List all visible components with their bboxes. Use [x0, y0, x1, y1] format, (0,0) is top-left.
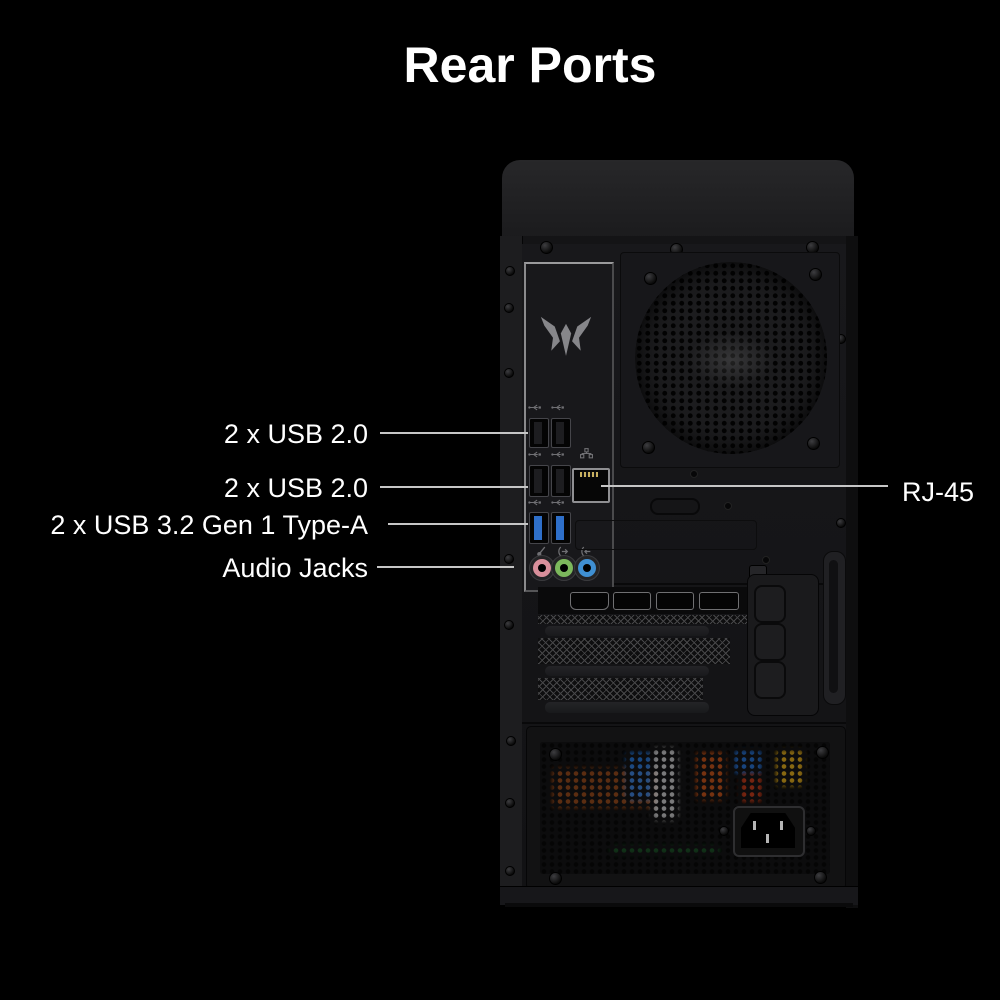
usb2-port: [529, 418, 549, 448]
usb32-port: [529, 512, 549, 544]
screw: [505, 798, 515, 808]
callout-line-usb32: [388, 523, 528, 525]
callout-label-usb2-top: 2 x USB 2.0: [223, 419, 368, 449]
usb-icon: [528, 451, 541, 458]
tower-bottom-frame: [500, 886, 858, 905]
line-in-jack: [574, 555, 600, 581]
screw: [549, 872, 562, 885]
chassis-hole: [724, 502, 732, 510]
chassis-hole: [690, 470, 698, 478]
callout-label-usb32: 2 x USB 3.2 Gen 1 Type-A: [50, 510, 368, 540]
screw: [806, 826, 816, 836]
fan-screw: [809, 268, 822, 281]
usb2-port: [551, 418, 571, 448]
screw: [816, 746, 829, 759]
screw: [505, 266, 515, 276]
callout-label-audio: Audio Jacks: [222, 553, 368, 583]
usb-icon: [551, 451, 564, 458]
panel-seam: [612, 583, 846, 585]
slot-cover: [545, 666, 709, 676]
screw: [719, 826, 729, 836]
displayport-port: [656, 592, 694, 610]
usb32-port: [551, 512, 571, 544]
fan-screw: [807, 437, 820, 450]
vent-slot: [650, 498, 700, 515]
slot-vent: [538, 638, 730, 664]
bracket-tab: [754, 585, 786, 623]
callout-label-usb2-bottom: 2 x USB 2.0: [223, 473, 368, 503]
screw: [540, 241, 553, 254]
screw: [506, 736, 516, 746]
screw: [836, 518, 846, 528]
screw: [504, 368, 514, 378]
screw: [505, 866, 515, 876]
screw: [814, 871, 827, 884]
hdmi-port: [570, 592, 609, 610]
predator-logo-icon: [540, 316, 592, 356]
screw: [504, 620, 514, 630]
panel-seam: [522, 722, 846, 724]
screw: [504, 303, 514, 313]
chassis-seam-rect: [575, 520, 757, 550]
usb2-port: [551, 465, 571, 497]
bracket-tab: [754, 623, 786, 661]
slot-vent: [538, 615, 760, 624]
line-out-jack: [551, 555, 577, 581]
microphone-jack: [529, 555, 555, 581]
tower-right-edge: [846, 236, 858, 908]
fan-screw: [642, 441, 655, 454]
usb2-port: [529, 465, 549, 497]
usb-icon: [551, 499, 564, 506]
slot-vent: [538, 678, 703, 700]
usb-icon: [528, 499, 541, 506]
callout-line-usb2-bottom: [380, 486, 528, 488]
bracket-tab: [754, 661, 786, 699]
rear-exhaust-fan-grille: [635, 262, 827, 454]
screw: [504, 554, 514, 564]
callout-line-usb2-top: [380, 432, 528, 434]
ethernet-icon: [580, 448, 593, 459]
fan-screw: [644, 272, 657, 285]
fan-hub-highlight: [683, 330, 779, 390]
page-title: Rear Ports: [403, 37, 657, 93]
tower-bottom-shadow: [505, 903, 853, 907]
usb-icon: [551, 404, 564, 411]
tower-top-cap: [502, 160, 854, 241]
chassis-hole: [762, 556, 770, 564]
ac-power-inlet: [733, 806, 805, 857]
slot-cover: [545, 702, 709, 713]
usb-icon: [528, 404, 541, 411]
screw: [549, 748, 562, 761]
handle-slot: [829, 560, 838, 693]
callout-line-rj45: [601, 485, 888, 487]
displayport-port: [699, 592, 739, 610]
callout-label-rj45: RJ-45: [902, 477, 975, 507]
slot-cover: [545, 626, 709, 636]
displayport-port: [613, 592, 651, 610]
callout-line-audio: [377, 566, 514, 568]
